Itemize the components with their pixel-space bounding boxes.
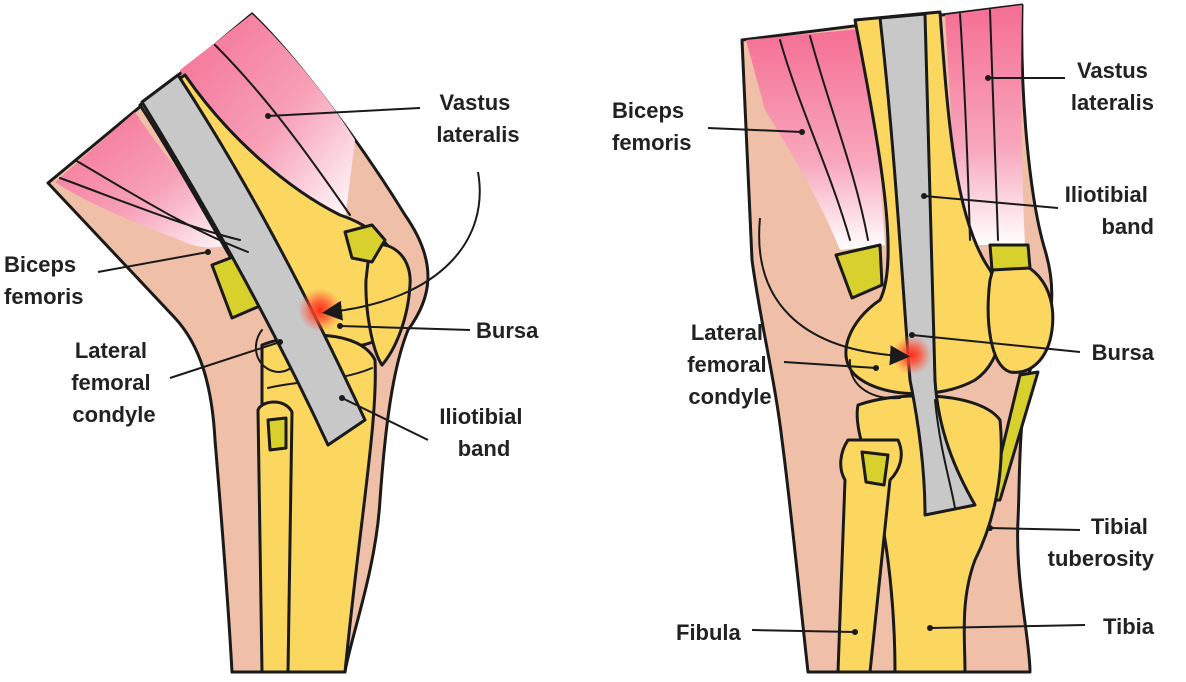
extended-fibula-head	[860, 450, 890, 487]
label-flexed-iliotibial-band: Iliotibial band	[439, 404, 528, 461]
label-flexed-bursa: Bursa	[476, 318, 539, 343]
leader-lines	[97, 75, 1086, 635]
label-extended-tibia: Tibia	[1103, 614, 1155, 639]
label-extended-fibula: Fibula	[676, 620, 742, 645]
extended-muscle-line-1	[779, 39, 851, 241]
flexed-muscle-line-2	[74, 159, 249, 253]
flexed-labels: Vastus lateralis Biceps femoris Bursa La…	[4, 90, 539, 461]
label-extended-iliotibial-band: Iliotibial band	[1065, 182, 1154, 239]
extended-vastus-lateralis-muscle	[945, 5, 1025, 245]
flexed-bursa-arrow	[322, 171, 481, 321]
label-extended-bursa: Bursa	[1092, 340, 1155, 365]
extended-itband-fibre	[934, 399, 956, 509]
extended-fibula-bone	[836, 438, 903, 674]
extended-muscle-line-4	[989, 9, 999, 241]
flexed-cartilage-top	[343, 223, 387, 264]
label-extended-lateral-femoral-condyle: Lateral femoral condyle	[687, 320, 773, 409]
extended-muscle-line-2	[809, 35, 869, 241]
label-extended-vastus-lateralis: Vastus lateralis	[1071, 58, 1154, 115]
label-flexed-lateral-femoral-condyle: Lateral femoral condyle	[71, 338, 157, 427]
extended-bursa-arrow	[758, 217, 910, 366]
flexed-fibula-bone	[256, 400, 294, 674]
extended-cartilage-back	[834, 243, 884, 300]
flexed-patella	[364, 242, 412, 367]
flexed-biceps-femoris-muscle	[55, 112, 245, 248]
flexed-knee-illustration	[46, 12, 481, 674]
extended-muscle-line-3	[959, 13, 971, 241]
flexed-muscle-line-3	[214, 44, 351, 216]
extended-labels: Biceps femoris Vastus lateralis Iliotibi…	[612, 58, 1155, 645]
label-extended-tibial-tuberosity: Tibial tuberosity	[1048, 514, 1155, 571]
extended-knee-illustration	[740, 3, 1055, 674]
label-flexed-biceps-femoris: Biceps femoris	[4, 252, 83, 309]
label-flexed-vastus-lateralis: Vastus lateralis	[436, 90, 519, 147]
flexed-bursa-inflammation	[298, 288, 342, 332]
extended-cartilage-patella	[988, 243, 1032, 272]
flexed-iliotibial-band	[140, 73, 367, 447]
extended-iliotibial-band	[878, 12, 977, 517]
label-extended-biceps-femoris: Biceps femoris	[612, 98, 691, 155]
flexed-fibula-head	[266, 416, 288, 452]
flexed-muscle-line-1	[59, 177, 241, 241]
